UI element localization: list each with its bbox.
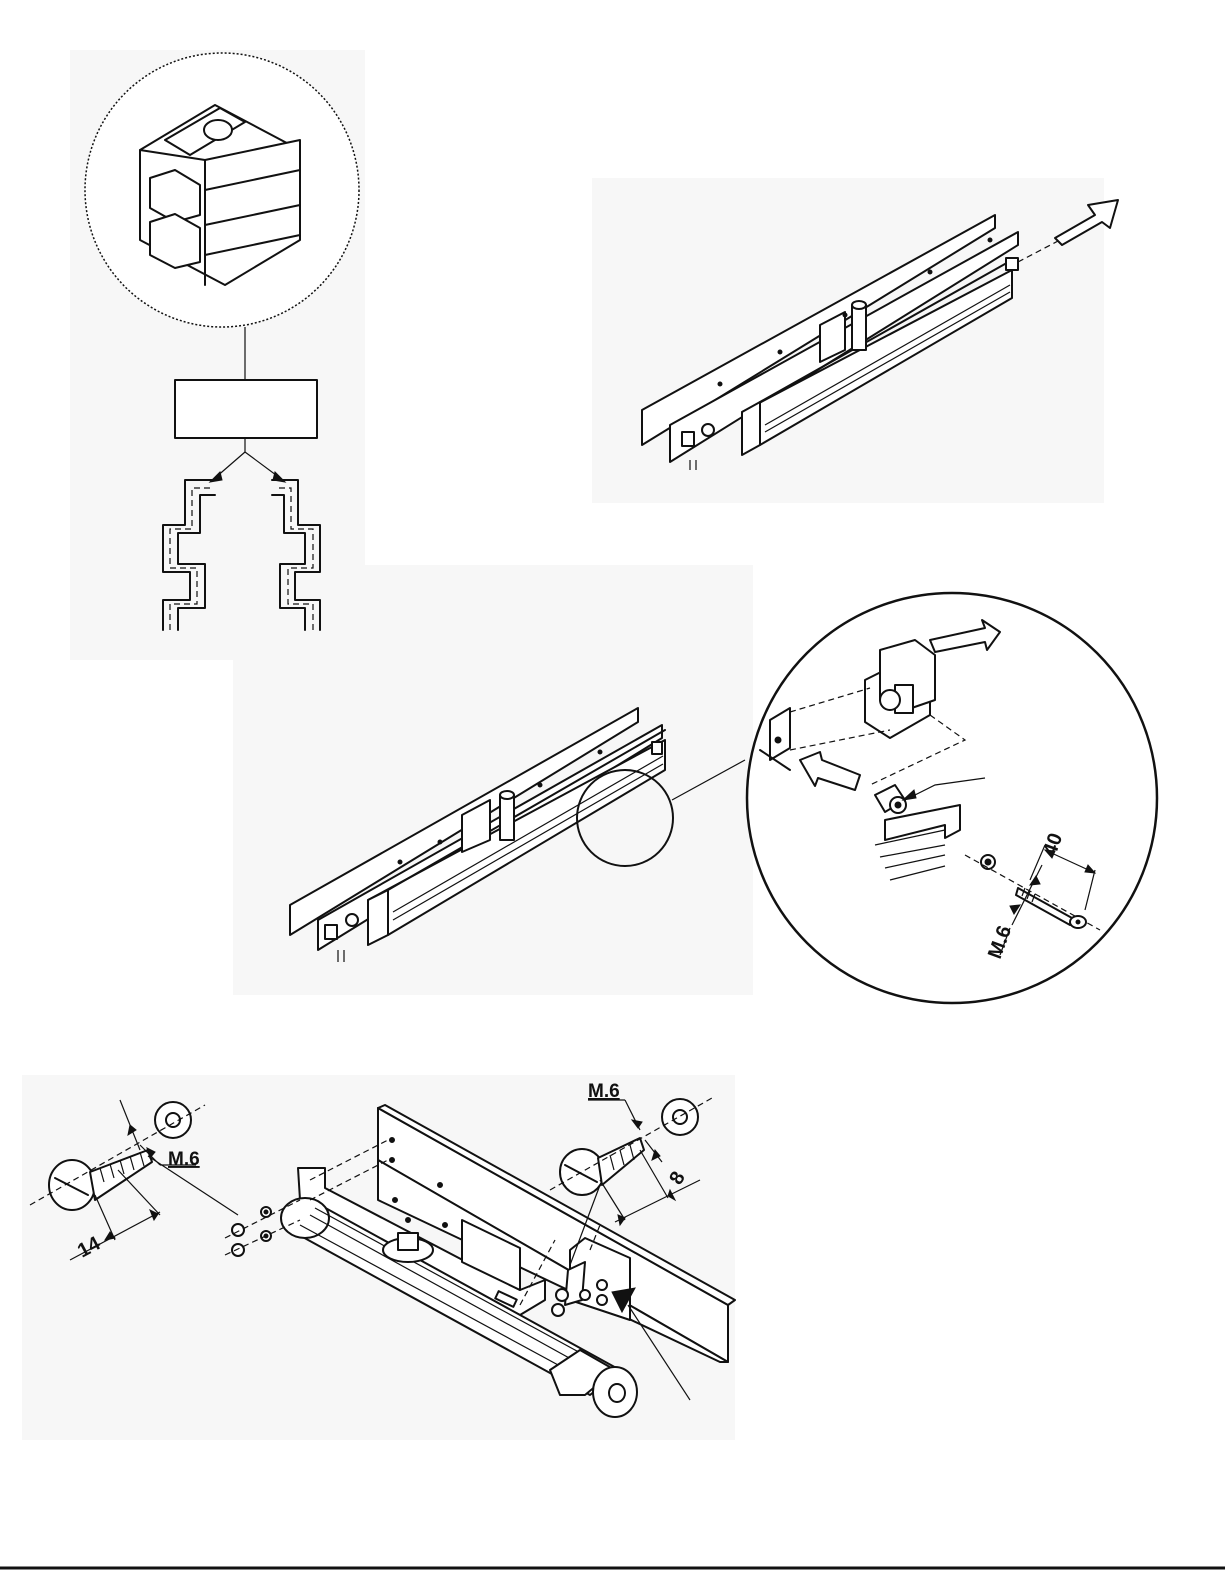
panel-rail-detail-bg	[233, 565, 753, 995]
dim-right-thread: M.6	[588, 1081, 620, 1102]
detail-circle	[747, 593, 1157, 1003]
detail-callout: 40 M.6	[747, 593, 1157, 1003]
square-nut	[682, 432, 694, 446]
label-box	[175, 380, 317, 438]
vertical-pin	[500, 795, 514, 840]
dim-left-thread: M.6	[168, 1149, 200, 1170]
vertical-pin	[852, 305, 866, 350]
square-nut	[325, 925, 337, 939]
